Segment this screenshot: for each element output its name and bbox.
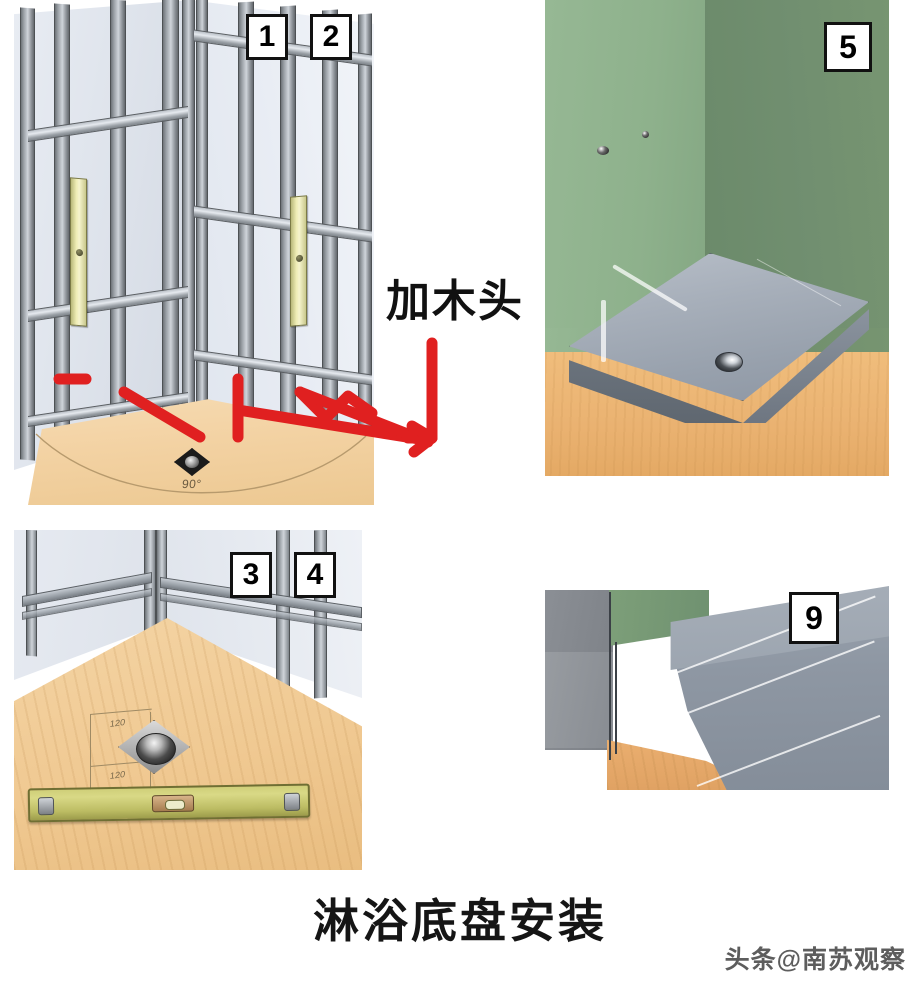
- panel-framing: 90° 1 2: [14, 0, 374, 505]
- timber-fixing-icon: [296, 254, 303, 263]
- step-number-label: 3: [242, 558, 260, 591]
- step-number-label: 1: [258, 20, 276, 53]
- add-wood-annotation-label: 加木头: [386, 277, 524, 326]
- wall-hole-icon: [597, 146, 609, 155]
- wall-hole-icon: [642, 131, 649, 138]
- stud-corner: [156, 530, 167, 684]
- step-number-label: 2: [322, 20, 340, 53]
- wall-grey-lower: [545, 652, 613, 748]
- red-arrow-hook: [402, 337, 438, 444]
- panel-floor-drain: 120 120 3 4: [14, 530, 362, 870]
- red-arrow-head-b: [408, 432, 438, 458]
- spirit-level-vial-end: [283, 792, 301, 811]
- stud-vertical: [110, 0, 126, 463]
- timber-blocking: [70, 177, 87, 327]
- step-number-box-5: 5: [824, 22, 872, 72]
- stud-vertical: [20, 7, 35, 461]
- red-arrow-head-a: [406, 420, 438, 444]
- spirit-level: [27, 783, 311, 823]
- step-number-box-2: 2: [310, 14, 352, 60]
- page-caption: 淋浴底盘安装: [313, 895, 607, 947]
- tray-drain-icon: [715, 352, 743, 372]
- tray-corner-edge: [615, 642, 617, 754]
- watermark: 头条@南苏观察: [724, 946, 906, 974]
- step-number-label: 9: [805, 600, 823, 636]
- timber-fixing-icon: [76, 248, 83, 257]
- step-number-box-9: 9: [789, 592, 839, 644]
- stud-vertical: [54, 3, 70, 461]
- tray-ridge-vertical: [601, 300, 606, 362]
- timber-blocking: [290, 195, 307, 327]
- tray-corner-edge: [609, 592, 611, 760]
- step-number-box-1: 1: [246, 14, 288, 60]
- stud-vertical: [238, 1, 254, 465]
- panel-edge-detail: 9: [545, 580, 889, 790]
- panel-tray: 5: [545, 0, 889, 476]
- step-number-box-3: 3: [230, 552, 272, 598]
- step-number-label: 5: [839, 29, 857, 65]
- step-number-label: 4: [306, 558, 324, 591]
- step-number-box-4: 4: [294, 552, 336, 598]
- spirit-level-vial-end: [37, 797, 55, 816]
- stud-corner: [196, 0, 208, 468]
- stud-vertical: [322, 9, 338, 467]
- spirit-level-bubble-vial: [151, 794, 195, 813]
- angle-label: 90°: [181, 477, 203, 491]
- dimension-line: [90, 714, 91, 792]
